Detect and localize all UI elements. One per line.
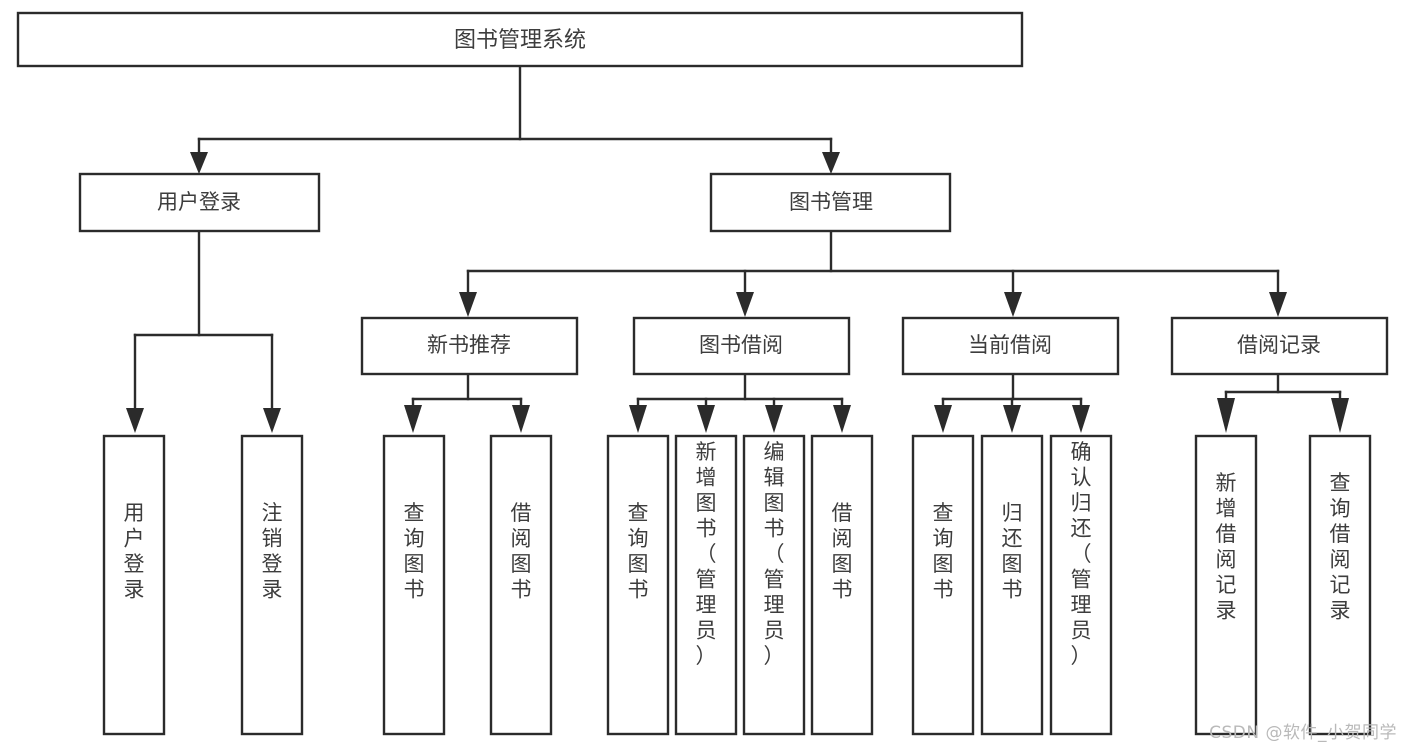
node-book-borrow[interactable]: 图书借阅: [632, 316, 851, 376]
node-new-book-rec-box[interactable]: [360, 316, 579, 376]
leaf-confirm-return[interactable]: 确认归还（管理员）: [1049, 434, 1113, 736]
arrow-to-leaf-return-book: [1003, 405, 1021, 433]
arrow-to-leaf-borrow-book-1: [512, 405, 530, 433]
node-borrow-record[interactable]: 借阅记录: [1170, 316, 1389, 376]
arrow-to-leaf-edit-book: [765, 405, 783, 433]
node-current-borrow-label: 当前借阅: [968, 333, 1052, 357]
arrow-to-book-manage: [822, 152, 840, 174]
leaf-user-login[interactable]: 用户登录: [102, 434, 166, 736]
leaf-query-book-1-label: 查询图书: [404, 501, 425, 602]
arrow-to-leaf-query-record: [1331, 398, 1349, 433]
node-user-login-label: 用户登录: [157, 190, 241, 214]
leaf-borrow-book-2-label: 借阅图书: [832, 501, 853, 602]
leaf-add-record-label: 新增借阅记录: [1216, 471, 1237, 623]
leaf-add-record-box[interactable]: [1194, 434, 1258, 736]
leaf-query-book-3[interactable]: 查询图书: [911, 434, 975, 736]
arrow-to-leaf-query-book-1: [404, 405, 422, 433]
leaf-add-book-label: 新增图书（管理员）: [696, 440, 717, 668]
node-root-box[interactable]: [16, 11, 1024, 68]
node-book-manage-box[interactable]: [709, 172, 952, 233]
leaf-query-record-box[interactable]: [1308, 434, 1372, 736]
node-root-label: 图书管理系统: [454, 28, 586, 53]
arrow-to-leaf-add-book: [697, 405, 715, 433]
node-user-login-box[interactable]: [78, 172, 321, 233]
node-book-manage-label: 图书管理: [789, 190, 873, 214]
node-current-borrow-box[interactable]: [901, 316, 1120, 376]
arrow-to-current-borrow: [1004, 292, 1022, 317]
connector-layer: [126, 64, 1349, 433]
leaf-add-book-box[interactable]: [674, 434, 738, 736]
node-borrow-record-label: 借阅记录: [1237, 333, 1321, 357]
arrow-to-leaf-user-login: [126, 408, 144, 433]
node-current-borrow[interactable]: 当前借阅: [901, 316, 1120, 376]
arrow-to-leaf-borrow-book-2: [833, 405, 851, 433]
leaf-query-book-2-label: 查询图书: [628, 501, 649, 602]
node-new-book-rec-label: 新书推荐: [427, 333, 511, 357]
leaf-user-logout[interactable]: 注销登录: [240, 434, 304, 736]
node-book-borrow-box[interactable]: [632, 316, 851, 376]
node-book-borrow-label: 图书借阅: [699, 333, 783, 357]
leaf-query-book-1-box[interactable]: [382, 434, 446, 736]
leaf-query-record-label: 查询借阅记录: [1330, 471, 1351, 623]
arrow-to-new-book-rec: [459, 292, 477, 317]
leaf-edit-book[interactable]: 编辑图书（管理员）: [742, 434, 806, 736]
leaf-return-book[interactable]: 归还图书: [980, 434, 1044, 736]
leaf-user-logout-label: 注销登录: [262, 501, 283, 602]
leaf-confirm-return-label: 确认归还（管理员）: [1071, 440, 1092, 668]
leaf-borrow-book-2-box[interactable]: [810, 434, 874, 736]
leaf-query-book-3-label: 查询图书: [933, 501, 954, 602]
arrow-to-leaf-query-book-2: [629, 405, 647, 433]
leaf-borrow-book-1-label: 借阅图书: [511, 501, 532, 602]
leaf-edit-book-label: 编辑图书（管理员）: [764, 440, 785, 668]
leaf-add-record[interactable]: 新增借阅记录: [1194, 434, 1258, 736]
leaf-edit-book-box[interactable]: [742, 434, 806, 736]
arrow-to-leaf-confirm-return: [1072, 405, 1090, 433]
leaf-query-book-3-box[interactable]: [911, 434, 975, 736]
arrow-to-user-login: [190, 152, 208, 174]
leaf-add-book[interactable]: 新增图书（管理员）: [674, 434, 738, 736]
node-book-manage[interactable]: 图书管理: [709, 172, 952, 233]
leaf-user-login-label: 用户登录: [124, 501, 145, 602]
arrow-to-borrow-record: [1269, 292, 1287, 317]
node-borrow-record-box[interactable]: [1170, 316, 1389, 376]
leaf-borrow-book-1-box[interactable]: [489, 434, 553, 736]
arrow-to-leaf-query-book-3: [934, 405, 952, 433]
leaf-borrow-book-2[interactable]: 借阅图书: [810, 434, 874, 736]
leaf-query-book-1[interactable]: 查询图书: [382, 434, 446, 736]
leaf-query-book-2-box[interactable]: [606, 434, 670, 736]
node-user-login[interactable]: 用户登录: [78, 172, 321, 233]
leaf-user-logout-box[interactable]: [240, 434, 304, 736]
leaf-user-login-box[interactable]: [102, 434, 166, 736]
leaf-confirm-return-box[interactable]: [1049, 434, 1113, 736]
node-new-book-rec[interactable]: 新书推荐: [360, 316, 579, 376]
arrow-to-book-borrow: [736, 292, 754, 317]
arrow-to-leaf-add-record: [1217, 398, 1235, 433]
leaf-return-book-box[interactable]: [980, 434, 1044, 736]
arrow-to-leaf-user-logout: [263, 408, 281, 433]
leaf-query-book-2[interactable]: 查询图书: [606, 434, 670, 736]
leaf-borrow-book-1[interactable]: 借阅图书: [489, 434, 553, 736]
leaf-query-record[interactable]: 查询借阅记录: [1308, 434, 1372, 736]
leaf-return-book-label: 归还图书: [1002, 501, 1023, 602]
node-root[interactable]: 图书管理系统: [16, 11, 1024, 68]
